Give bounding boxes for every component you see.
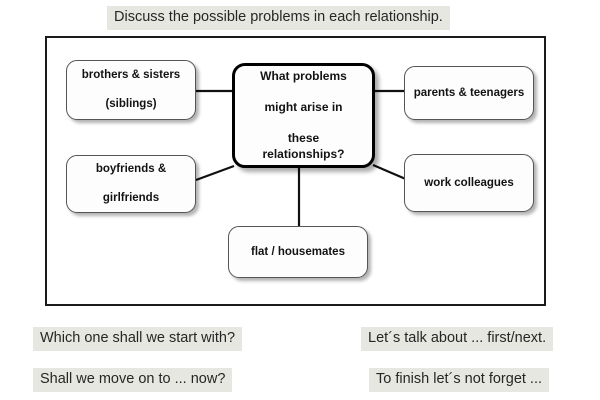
phrase-to-finish: To finish let´s not forget ...: [369, 368, 550, 392]
node-partners[interactable]: boyfriends & girlfriends: [66, 155, 196, 213]
phrase-move-on: Shall we move on to ... now?: [33, 368, 233, 392]
node-siblings-line2: (siblings): [105, 98, 157, 111]
node-partners-line2: girlfriends: [102, 192, 160, 205]
phrase-start-with: Which one shall we start with?: [33, 327, 243, 351]
node-parents[interactable]: parents & teenagers: [404, 66, 534, 120]
node-siblings[interactable]: brothers & sisters (siblings): [66, 60, 196, 120]
node-partners-line1: boyfriends &: [95, 163, 167, 176]
node-housemates-label: flat / housemates: [251, 245, 345, 258]
phrase-talk-about: Let´s talk about ... first/next.: [361, 327, 554, 351]
node-central-line1: What problems: [260, 68, 347, 83]
node-central-question[interactable]: What problems might arise in these relat…: [232, 63, 375, 168]
node-central-line2: might arise in: [264, 99, 343, 114]
node-parents-label: parents & teenagers: [413, 86, 525, 99]
node-siblings-label: brothers & sisters (siblings): [70, 68, 192, 111]
node-central-label: What problems might arise in these relat…: [235, 69, 372, 163]
node-central-line3: these relationships?: [262, 131, 345, 161]
node-partners-label: boyfriends & girlfriends: [84, 162, 178, 205]
node-colleagues[interactable]: work colleagues: [404, 154, 534, 212]
node-colleagues-label: work colleagues: [424, 176, 514, 189]
instruction-banner: Discuss the possible problems in each re…: [107, 6, 450, 30]
node-housemates[interactable]: flat / housemates: [228, 226, 368, 278]
node-siblings-line1: brothers & sisters: [81, 69, 181, 82]
